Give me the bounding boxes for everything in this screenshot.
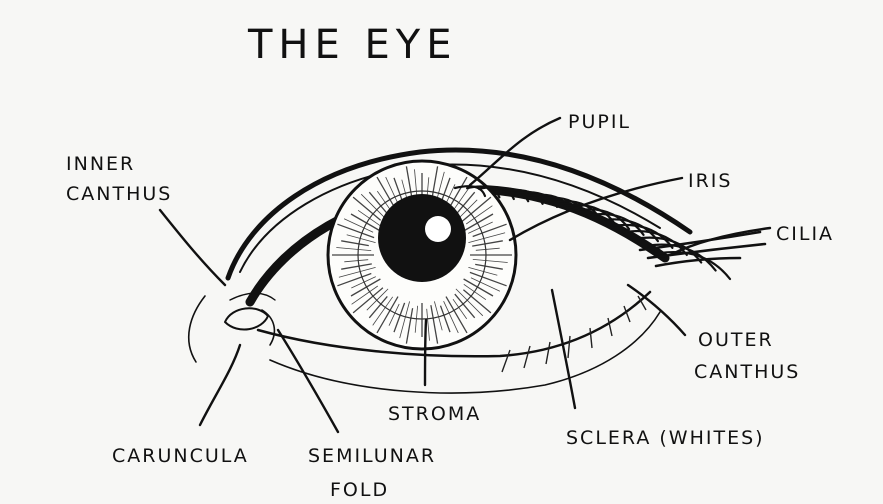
pupil-highlight <box>425 216 451 242</box>
pupil <box>378 194 466 282</box>
leader-outer-canthus <box>628 285 685 335</box>
label-semilunar-fold-line2: FOLD <box>330 479 389 501</box>
label-pupil: PUPIL <box>568 111 631 133</box>
label-sclera: SCLERA (WHITES) <box>566 427 765 449</box>
leader-caruncula <box>200 345 240 425</box>
label-caruncula: CARUNCULA <box>112 445 249 467</box>
label-outer-canthus-line1: OUTER <box>698 329 774 351</box>
label-stroma: STROMA <box>388 403 481 425</box>
leader-inner-canthus <box>160 210 225 285</box>
nose-side <box>189 296 205 362</box>
label-inner-canthus-line2: CANTHUS <box>66 183 172 205</box>
diagram-title: THE EYE <box>247 22 457 68</box>
label-iris: IRIS <box>688 170 732 192</box>
lower-lashes <box>502 296 646 372</box>
eye-illustration <box>189 150 765 393</box>
leader-stroma <box>425 320 426 385</box>
semilunar-fold-shape <box>262 310 274 345</box>
label-semilunar-fold-line1: SEMILUNAR <box>308 445 436 467</box>
label-cilia: CILIA <box>776 223 834 245</box>
caruncula-shape <box>225 308 268 329</box>
label-outer-canthus-line2: CANTHUS <box>694 361 800 383</box>
leader-sclera <box>552 290 575 408</box>
label-inner-canthus-line1: INNER <box>66 153 135 175</box>
